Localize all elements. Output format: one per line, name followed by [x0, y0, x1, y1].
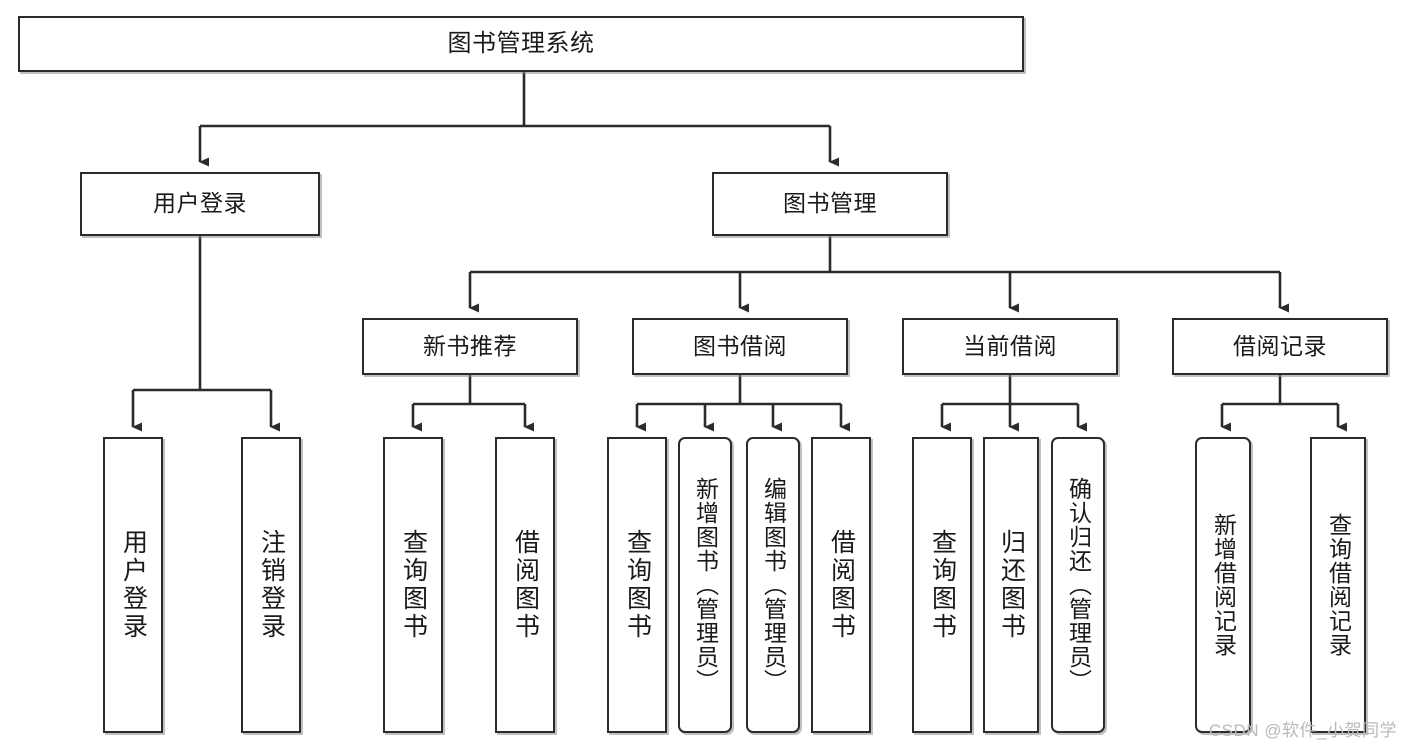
node-leaf-query-book-borrow[interactable]: 查询图书	[607, 437, 667, 733]
node-current-borrow[interactable]: 当前借阅	[902, 318, 1118, 375]
node-user-login[interactable]: 用户登录	[80, 172, 320, 236]
node-new-book-recommend[interactable]: 新书推荐	[362, 318, 578, 375]
node-label: 确认归还（管理员）	[1065, 477, 1092, 693]
node-label: 注销登录	[257, 529, 286, 641]
node-leaf-return-book[interactable]: 归还图书	[983, 437, 1039, 733]
node-label: 查询图书	[623, 529, 652, 641]
node-label: 当前借阅	[963, 332, 1057, 359]
node-label: 图书借阅	[693, 332, 787, 359]
node-label: 新书推荐	[423, 332, 517, 359]
node-root-book-management-system[interactable]: 图书管理系统	[18, 16, 1024, 72]
node-label: 用户登录	[119, 529, 148, 641]
node-leaf-borrow-book-recommend[interactable]: 借阅图书	[495, 437, 555, 733]
node-label: 借阅图书	[511, 529, 540, 641]
node-leaf-query-borrow-record[interactable]: 查询借阅记录	[1310, 437, 1366, 733]
node-leaf-add-book-admin[interactable]: 新增图书（管理员）	[678, 437, 732, 733]
node-label: 新增图书（管理员）	[692, 477, 719, 693]
node-label: 查询图书	[399, 529, 428, 641]
node-leaf-logout[interactable]: 注销登录	[241, 437, 301, 733]
node-label: 借阅图书	[827, 529, 856, 641]
node-book-borrow[interactable]: 图书借阅	[632, 318, 848, 375]
node-borrow-record[interactable]: 借阅记录	[1172, 318, 1388, 375]
node-label: 归还图书	[997, 529, 1026, 641]
node-leaf-borrow-book[interactable]: 借阅图书	[811, 437, 871, 733]
node-leaf-add-borrow-record[interactable]: 新增借阅记录	[1195, 437, 1251, 733]
node-label: 查询借阅记录	[1325, 513, 1352, 657]
node-label: 查询图书	[928, 529, 957, 641]
node-leaf-edit-book-admin[interactable]: 编辑图书（管理员）	[746, 437, 800, 733]
node-leaf-confirm-return-admin[interactable]: 确认归还（管理员）	[1051, 437, 1105, 733]
node-book-management[interactable]: 图书管理	[712, 172, 948, 236]
node-label: 用户登录	[153, 190, 247, 217]
node-label: 编辑图书（管理员）	[760, 477, 787, 693]
node-leaf-user-login[interactable]: 用户登录	[103, 437, 163, 733]
node-leaf-query-book-recommend[interactable]: 查询图书	[383, 437, 443, 733]
node-label: 新增借阅记录	[1210, 513, 1237, 657]
node-label: 图书管理系统	[447, 29, 595, 57]
node-leaf-query-book-current[interactable]: 查询图书	[912, 437, 972, 733]
node-label: 借阅记录	[1233, 332, 1327, 359]
node-label: 图书管理	[783, 190, 877, 217]
